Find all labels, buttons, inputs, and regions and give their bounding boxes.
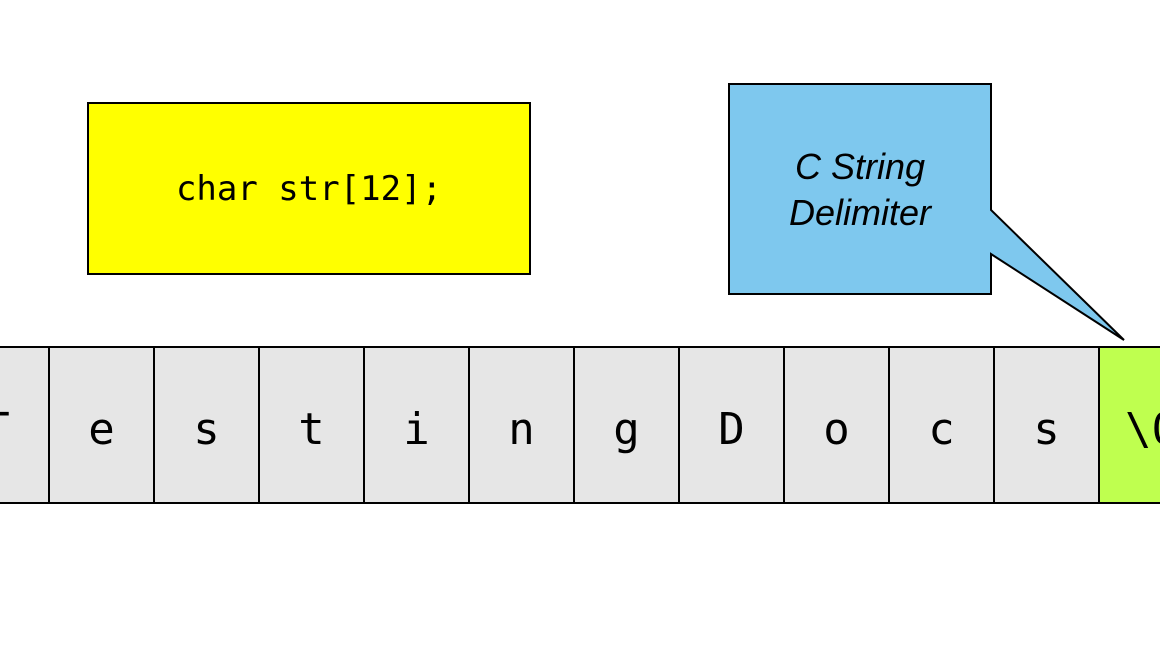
- array-cell-char: s: [193, 403, 220, 455]
- callout-line-2: Delimiter: [788, 191, 931, 233]
- array-cell-char: \0: [1125, 403, 1160, 455]
- array-cell: e: [48, 346, 155, 504]
- array-cell: T: [0, 346, 50, 504]
- array-declaration-box: char str[12];: [87, 102, 531, 275]
- callout-label: C String Delimiter: [730, 86, 990, 293]
- array-cell: t: [258, 346, 365, 504]
- array-cell-char: t: [298, 403, 325, 455]
- array-cell-char: s: [1033, 403, 1060, 455]
- array-cell: s: [153, 346, 260, 504]
- array-cell: o: [783, 346, 890, 504]
- array-cell: i: [363, 346, 470, 504]
- array-cell: s: [993, 346, 1100, 504]
- array-cell: c: [888, 346, 995, 504]
- array-cell-char: e: [88, 403, 115, 455]
- array-cell-char: o: [823, 403, 850, 455]
- callout-line-1: C String: [794, 145, 926, 187]
- array-cell-char: D: [718, 403, 745, 455]
- array-cell: n: [468, 346, 575, 504]
- char-array: Te s t i n g Do c s \0: [0, 346, 1160, 504]
- declaration-code: char str[12];: [175, 168, 443, 209]
- array-cell-char: i: [403, 403, 430, 455]
- array-cell-char: T: [0, 404, 10, 455]
- array-cell: D: [678, 346, 785, 504]
- array-cell-terminator: \0: [1098, 346, 1160, 504]
- array-cell-char: c: [928, 403, 955, 455]
- array-cell-char: g: [613, 403, 640, 455]
- array-cell-char: n: [508, 403, 535, 455]
- array-cell: g: [573, 346, 680, 504]
